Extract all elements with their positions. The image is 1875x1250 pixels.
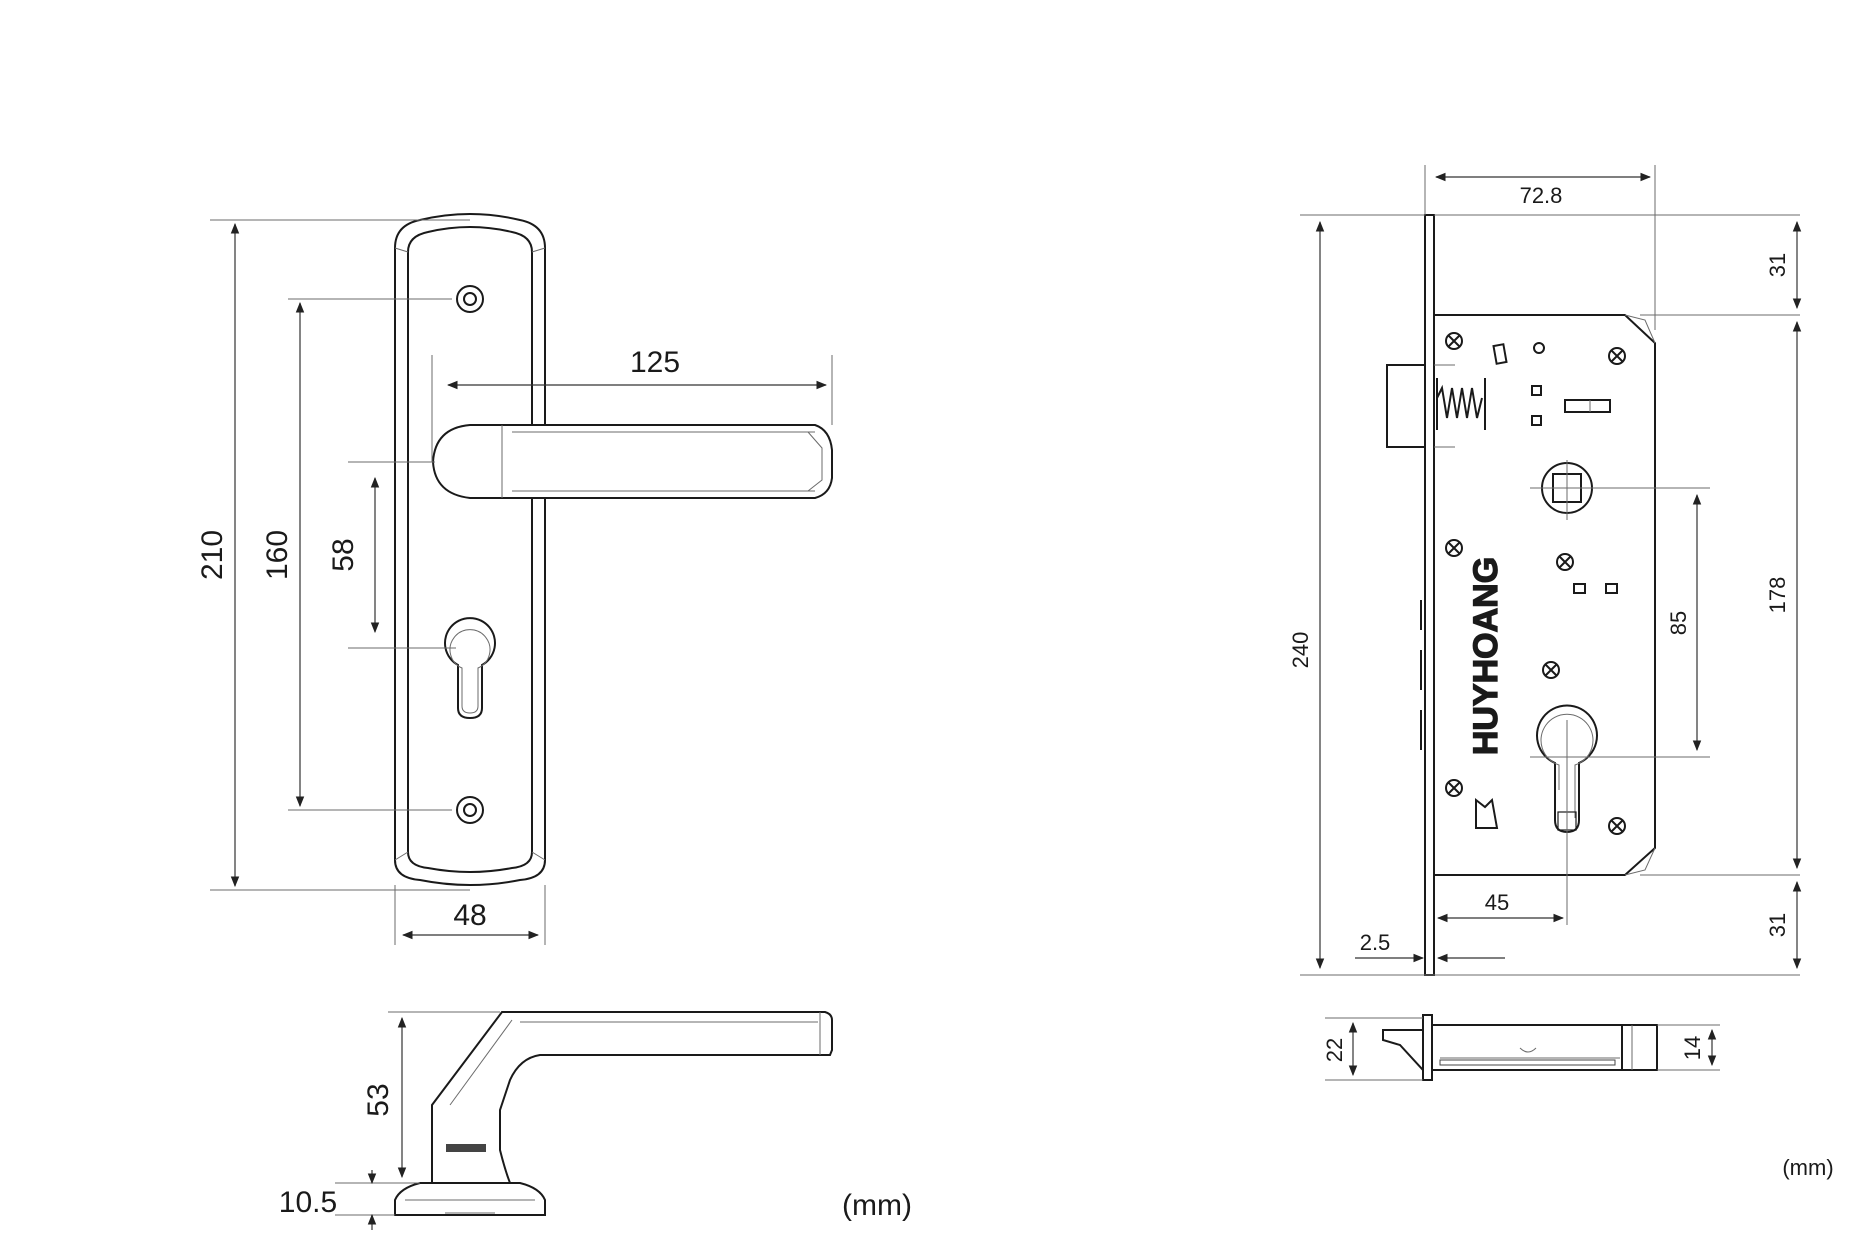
dim-22: 22 xyxy=(1322,1038,1347,1062)
latch-spring xyxy=(1436,384,1483,419)
dim-85: 85 xyxy=(1666,611,1691,635)
screw-hole-top xyxy=(456,285,484,313)
dim-10-5: 10.5 xyxy=(279,1186,337,1219)
dim-2-5: 2.5 xyxy=(1360,930,1391,955)
dim-53: 53 xyxy=(362,1083,395,1116)
dim-240: 240 xyxy=(1288,632,1313,669)
screw-hole-bottom xyxy=(456,796,484,824)
lock-case xyxy=(1434,314,1656,876)
dim-160: 160 xyxy=(261,530,294,580)
backplate-bevel xyxy=(407,226,533,873)
dim-31-top: 31 xyxy=(1765,253,1790,277)
case-side xyxy=(1431,1024,1623,1071)
dim-31-bottom: 31 xyxy=(1765,913,1790,937)
unit-label-lock: (mm) xyxy=(1782,1155,1833,1180)
lock-body-front-view: HUYHOANG 72.8 31 xyxy=(1288,165,1802,976)
faceplate-side xyxy=(1422,1014,1433,1081)
lever-side-profile xyxy=(431,1011,833,1184)
case-screws xyxy=(1445,332,1626,835)
dim-58: 58 xyxy=(327,538,360,571)
faceplate xyxy=(1424,214,1435,976)
dim-72-8: 72.8 xyxy=(1520,183,1563,208)
unit-label-handle: (mm) xyxy=(842,1189,912,1222)
keyhole xyxy=(444,617,496,720)
handle-side-view: 53 10.5 (mm) xyxy=(279,1011,912,1230)
lock-body-side-view: 22 14 (mm) xyxy=(1322,1014,1834,1180)
dim-45: 45 xyxy=(1485,890,1509,915)
dim-178: 178 xyxy=(1765,577,1790,614)
dim-14: 14 xyxy=(1680,1036,1705,1060)
backplate-outline xyxy=(394,213,546,886)
handle-front-view: 210 160 58 125 48 xyxy=(196,213,833,945)
spindle-hub xyxy=(1530,460,1700,520)
lever-handle xyxy=(431,424,833,499)
rose-base xyxy=(394,1182,546,1216)
dim-48: 48 xyxy=(453,899,486,932)
latch-side xyxy=(1382,1029,1424,1073)
dim-125: 125 xyxy=(630,346,680,379)
dim-210: 210 xyxy=(196,530,229,580)
latch-bolt xyxy=(1386,364,1426,448)
brand-text: HUYHOANG xyxy=(1467,557,1505,755)
